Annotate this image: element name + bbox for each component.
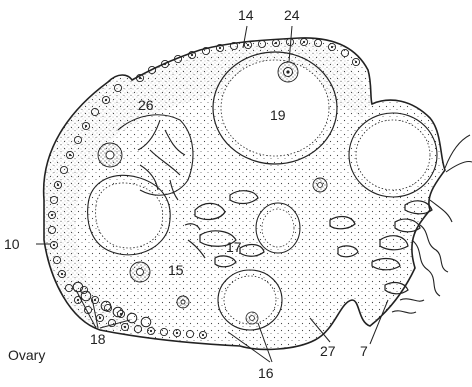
label-26: 26 xyxy=(138,97,154,113)
follicle-right xyxy=(349,113,437,197)
label-15: 15 xyxy=(168,262,184,278)
label-10: 10 xyxy=(4,236,20,252)
label-14: 14 xyxy=(238,7,254,23)
caption-ovary: Ovary xyxy=(8,347,45,363)
label-27: 27 xyxy=(320,343,336,359)
label-24: 24 xyxy=(284,7,300,23)
label-17: 17 xyxy=(226,239,242,255)
follicle-16 xyxy=(218,270,282,330)
mesovarium-line xyxy=(445,135,472,172)
follicle-center xyxy=(256,203,300,253)
label-18: 18 xyxy=(90,331,106,347)
label-16: 16 xyxy=(258,365,274,381)
label-19: 19 xyxy=(270,107,286,123)
label-7: 7 xyxy=(360,343,368,359)
